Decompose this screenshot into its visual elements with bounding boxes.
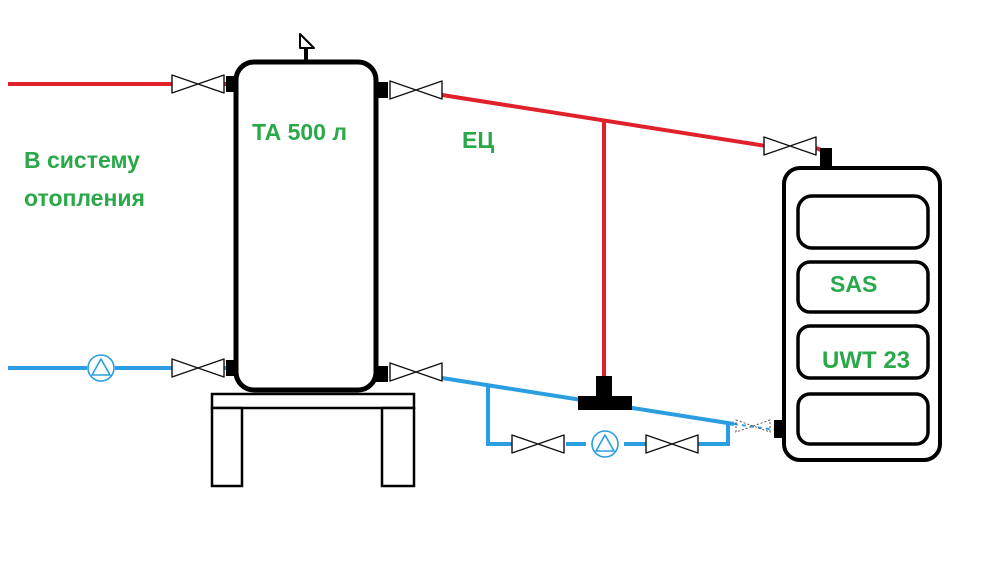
tank-nozzle-top-right [376,82,388,98]
air-vent-icon [299,33,315,62]
loop-label: ЕЦ [462,127,494,153]
tank-nozzle-bottom-left [226,360,238,376]
pump-loop-return [698,424,730,446]
boiler-nozzle-top [820,148,832,168]
valve-icon [389,362,443,382]
boiler-section-2 [796,260,930,314]
valve-icon [171,358,225,378]
boiler-section-label: SAS [830,271,877,297]
valve-icon [763,136,817,156]
boiler-nozzle-bottom [774,420,786,438]
system-label-line2: отопления [24,185,145,211]
tank-nozzle-bottom-right [376,366,388,382]
boiler-return-dashed [733,423,777,431]
boiler-model-label: UWT 23 [822,347,910,374]
valve-icon [511,434,565,454]
valve-icon [389,80,443,100]
pump-icon [87,354,115,382]
tank-stand [210,392,416,488]
valve-icon [735,419,771,433]
boiler-section-4 [796,392,930,446]
valve-icon [171,74,225,94]
boiler-section-1 [796,194,930,250]
tank-label: ТА 500 л [252,119,347,145]
tank-nozzle-top-left [226,76,238,92]
buffer-tank [226,33,388,393]
pump-loop-pipe [486,386,512,446]
valve-icon [645,434,699,454]
tee-fitting-icon [578,376,632,410]
boiler [774,148,942,462]
system-label-line1: В систему [24,147,140,173]
pump-icon [591,430,619,458]
boiler-section-3 [796,324,930,380]
